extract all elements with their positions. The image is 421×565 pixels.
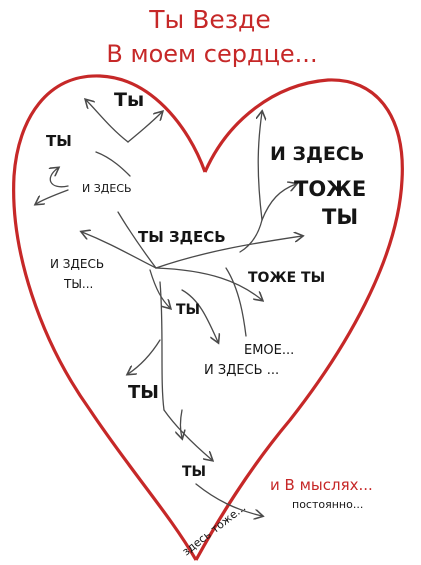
label-ty-big: ТЫ xyxy=(322,205,358,229)
label-ty-bottom: ТЫ xyxy=(182,464,206,480)
label-i-zdes-emoe: И ЗДЕСЬ ... xyxy=(204,363,279,378)
label-tozhe-ty: ТОЖЕ ТЫ xyxy=(248,270,325,286)
label-ty-top: Ты xyxy=(114,89,144,111)
label-ty-zdes: ТЫ ЗДЕСЬ xyxy=(138,228,226,246)
label-ty-dots: ТЫ... xyxy=(63,277,93,291)
heart-outline xyxy=(12,74,404,561)
title-line-2: В моем сердце... xyxy=(106,40,317,68)
label-i-zdes-left: И ЗДЕСЬ xyxy=(50,257,104,271)
label-i-zdes-small: И ЗДЕСЬ xyxy=(82,182,132,195)
title-line-1: Ты Везде xyxy=(148,5,270,34)
label-zdes-tozhe: здесь тоже... xyxy=(180,501,248,558)
label-ty-left: ТЫ xyxy=(46,132,72,150)
label-i-v-myslyah: и В мыслях... xyxy=(270,476,373,494)
label-postoyanno: постоянно... xyxy=(292,498,363,511)
label-i-zdes-right: И ЗДЕСЬ xyxy=(270,143,364,165)
label-ty-mid: ТЫ xyxy=(176,302,200,318)
branch-arrows xyxy=(36,100,302,516)
label-ty-lower: ТЫ xyxy=(128,382,159,403)
label-emoe: ЕМОЕ... xyxy=(244,343,294,358)
label-tozhe: ТОЖЕ xyxy=(294,177,366,201)
